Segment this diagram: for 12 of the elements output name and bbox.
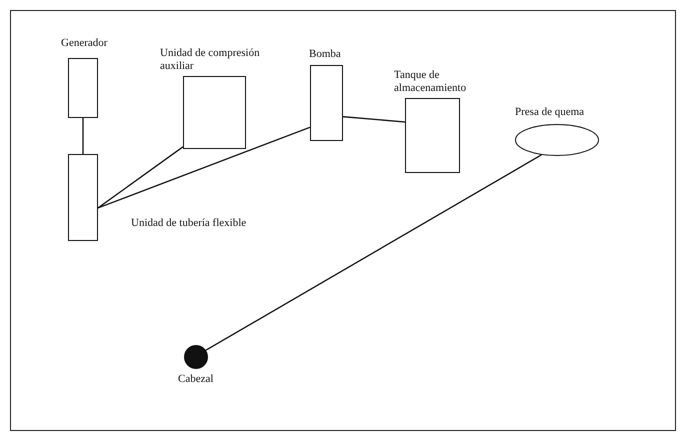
node-label: Cabezal [178, 373, 214, 386]
node-label: Generador [61, 37, 108, 50]
connector-line [82, 118, 84, 154]
connector-line [342, 116, 406, 123]
node-label: Bomba [309, 48, 342, 61]
node-label: Unidad de compresión auxiliar [160, 47, 261, 72]
node-label: Tanque de almacenamiento [394, 69, 468, 94]
connector-line [98, 126, 310, 209]
connector-line [206, 154, 542, 351]
connector-line [98, 146, 184, 208]
node-label: Unidad de tubería flexible [131, 217, 248, 230]
node-label: Presa de quema [515, 106, 586, 119]
